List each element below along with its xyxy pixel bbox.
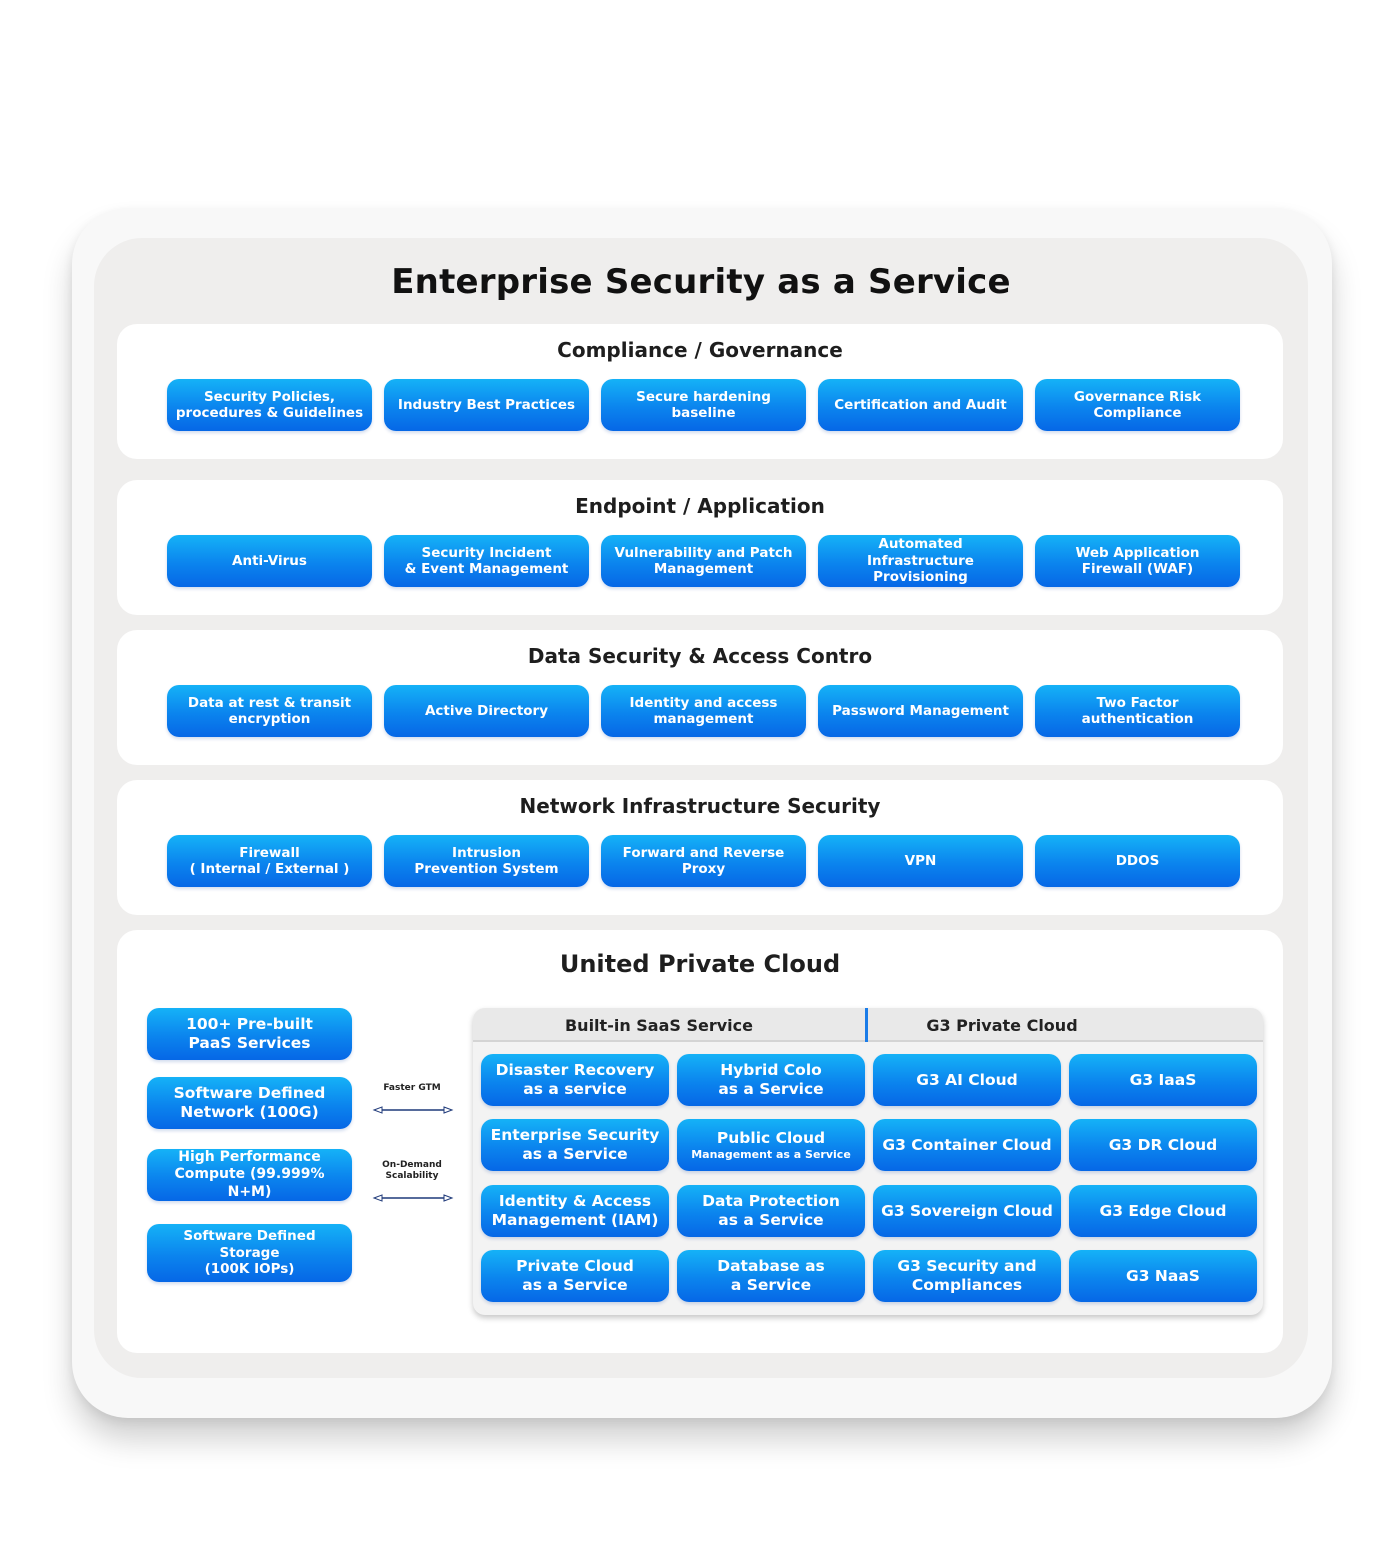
pill-data-encryption: Data at rest & transit encryption bbox=[167, 685, 372, 737]
pill-sdn: Software Defined Network (100G) bbox=[147, 1077, 352, 1129]
pill-data-protection: Data Protection as a Service bbox=[677, 1185, 865, 1237]
arrow-label-scalability: On-Demand Scalability bbox=[382, 1160, 442, 1181]
cloud-services-header bbox=[473, 1008, 1263, 1042]
section-title: Network Infrastructure Security bbox=[519, 794, 881, 818]
section-title: Compliance / Governance bbox=[557, 338, 843, 362]
pill-hpc: High Performance Compute (99.999% N+M) bbox=[147, 1149, 352, 1201]
saas-header: Built-in SaaS Service bbox=[564, 1016, 753, 1035]
pill-iam: Identity & Access Management (IAM) bbox=[481, 1185, 669, 1237]
g3-header: G3 Private Cloud bbox=[926, 1016, 1078, 1035]
pill-paas-services: 100+ Pre-built PaaS Services bbox=[147, 1008, 352, 1060]
pill-g3-edge-cloud: G3 Edge Cloud bbox=[1069, 1185, 1257, 1237]
pill-intrusion-prevention: Intrusion Prevention System bbox=[384, 835, 589, 887]
arrow-label-faster-gtm: Faster GTM bbox=[383, 1083, 441, 1093]
page-title: Enterprise Security as a Service bbox=[391, 262, 1011, 302]
pill-hybrid-colo: Hybrid Colo as a Service bbox=[677, 1054, 865, 1106]
pill-vulnerability-patch: Vulnerability and Patch Management bbox=[601, 535, 806, 587]
pill-automated-provisioning: Automated Infrastructure Provisioning bbox=[818, 535, 1023, 587]
pill-governance-risk: Governance Risk Compliance bbox=[1035, 379, 1240, 431]
pill-database: Database as a Service bbox=[677, 1250, 865, 1302]
pill-sds: Software Defined Storage (100K IOPs) bbox=[147, 1224, 352, 1282]
pill-g3-iaas: G3 IaaS bbox=[1069, 1054, 1257, 1106]
pill-g3-sovereign-cloud: G3 Sovereign Cloud bbox=[873, 1185, 1061, 1237]
double-arrow-icon bbox=[372, 1106, 454, 1114]
section-title: United Private Cloud bbox=[559, 950, 841, 978]
header-divider bbox=[865, 1008, 868, 1042]
section-title: Endpoint / Application bbox=[575, 494, 825, 518]
pill-waf: Web Application Firewall (WAF) bbox=[1035, 535, 1240, 587]
pill-disaster-recovery: Disaster Recovery as a service bbox=[481, 1054, 669, 1106]
pill-identity-access: Identity and access management bbox=[601, 685, 806, 737]
pill-g3-security-compliances: G3 Security and Compliances bbox=[873, 1250, 1061, 1302]
pill-secure-hardening: Secure hardening baseline bbox=[601, 379, 806, 431]
pill-g3-container-cloud: G3 Container Cloud bbox=[873, 1119, 1061, 1171]
pill-password-management: Password Management bbox=[818, 685, 1023, 737]
pill-public-cloud: Public Cloud Management as a Service bbox=[677, 1119, 865, 1171]
pill-g3-dr-cloud: G3 DR Cloud bbox=[1069, 1119, 1257, 1171]
pill-proxy: Forward and Reverse Proxy bbox=[601, 835, 806, 887]
pill-active-directory: Active Directory bbox=[384, 685, 589, 737]
pill-public-cloud-label: Public Cloud bbox=[716, 1128, 826, 1147]
section-title: Data Security & Access Contro bbox=[527, 644, 873, 668]
pill-private-cloud: Private Cloud as a Service bbox=[481, 1250, 669, 1302]
pill-public-cloud-sub: Management as a Service bbox=[691, 1147, 851, 1161]
pill-vpn: VPN bbox=[818, 835, 1023, 887]
pill-firewall: Firewall ( Internal / External ) bbox=[167, 835, 372, 887]
pill-industry-best-practices: Industry Best Practices bbox=[384, 379, 589, 431]
pill-security-policies: Security Policies, procedures & Guidelin… bbox=[167, 379, 372, 431]
pill-siem: Security Incident & Event Management bbox=[384, 535, 589, 587]
pill-certification-audit: Certification and Audit bbox=[818, 379, 1023, 431]
pill-g3-naas: G3 NaaS bbox=[1069, 1250, 1257, 1302]
double-arrow-icon bbox=[372, 1194, 454, 1202]
pill-ddos: DDOS bbox=[1035, 835, 1240, 887]
pill-enterprise-security: Enterprise Security as a Service bbox=[481, 1119, 669, 1171]
pill-g3-ai-cloud: G3 AI Cloud bbox=[873, 1054, 1061, 1106]
pill-anti-virus: Anti-Virus bbox=[167, 535, 372, 587]
pill-two-factor: Two Factor authentication bbox=[1035, 685, 1240, 737]
